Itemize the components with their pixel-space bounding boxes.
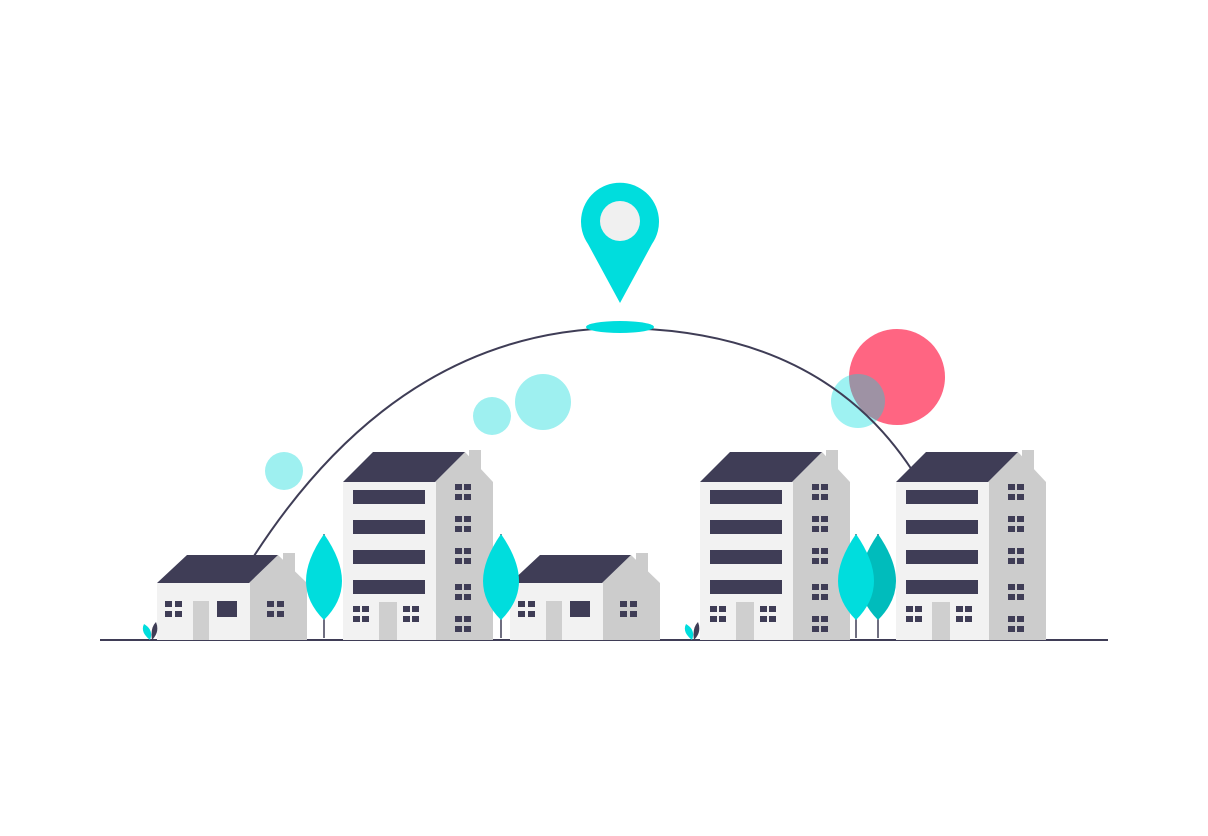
tower-3 bbox=[896, 450, 1046, 640]
pin-shadow bbox=[586, 321, 654, 333]
house-middle bbox=[510, 553, 660, 640]
bubble-left bbox=[265, 452, 303, 490]
leaf-icon bbox=[684, 622, 700, 640]
house-left bbox=[157, 553, 307, 640]
bubble-large-center bbox=[515, 374, 571, 430]
tower-2 bbox=[700, 450, 850, 640]
pin-center bbox=[600, 201, 640, 241]
tree-icon bbox=[305, 533, 343, 639]
tower-1 bbox=[343, 450, 493, 640]
map-pin-icon bbox=[581, 182, 659, 333]
leaf-icon bbox=[142, 622, 158, 640]
bubble-small-center bbox=[473, 397, 511, 435]
pin-body bbox=[581, 182, 659, 303]
bubble-right bbox=[831, 374, 885, 428]
pink-circle bbox=[849, 329, 945, 425]
